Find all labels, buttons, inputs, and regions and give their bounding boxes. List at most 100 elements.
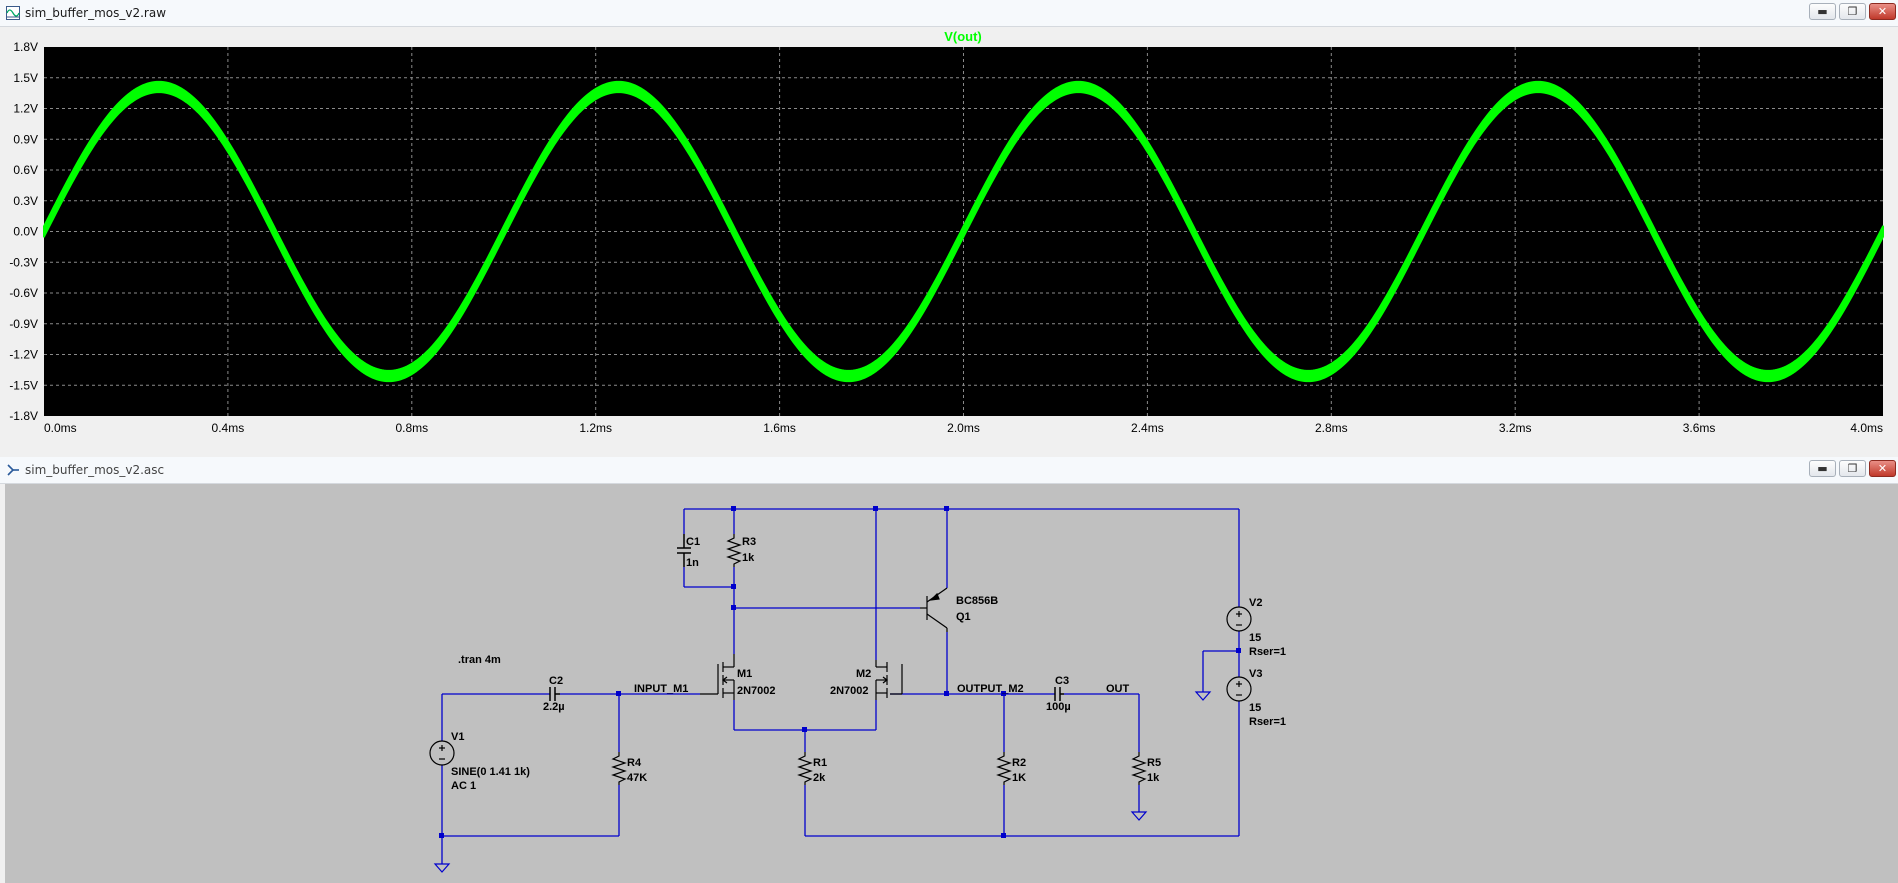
m1-model: 2N7002	[737, 685, 776, 697]
v1-ac: AC 1	[451, 780, 476, 792]
c3-value: 100µ	[1046, 701, 1071, 713]
y-tick-label: 0.0V	[13, 225, 38, 239]
close-icon: ✕	[1877, 5, 1888, 18]
close-button[interactable]: ✕	[1869, 3, 1896, 20]
schematic-app-icon	[7, 464, 19, 476]
schematic-labels: C1 1n R3 1k BC856B Q1 .tran 4m C2 2.2µ I…	[451, 536, 1286, 792]
waveform-window-controls: ▬ ❐ ✕	[1809, 3, 1896, 20]
x-tick-label: 3.2ms	[1499, 421, 1532, 435]
ground-symbols	[433, 691, 1212, 873]
y-tick-label: 1.5V	[13, 71, 38, 85]
v2-rser: Rser=1	[1249, 646, 1286, 658]
maximize-button[interactable]: ❐	[1839, 3, 1866, 20]
c2-name: C2	[549, 675, 563, 687]
tran-directive[interactable]: .tran 4m	[458, 654, 501, 666]
x-tick-label: 0.0ms	[44, 421, 77, 435]
v2-name: V2	[1249, 597, 1262, 609]
r1-name: R1	[813, 757, 827, 769]
m2-name: M2	[856, 668, 871, 680]
resistor-symbols	[611, 534, 1147, 785]
v3-rser: Rser=1	[1249, 716, 1286, 728]
ground-icon	[1130, 811, 1148, 821]
c1-name: C1	[686, 536, 700, 548]
minimize-icon: ▬	[1817, 462, 1828, 475]
r2-name: R2	[1012, 757, 1026, 769]
x-tick-label: 1.2ms	[579, 421, 612, 435]
y-tick-label: -0.6V	[9, 286, 38, 300]
x-tick-label: 2.0ms	[947, 421, 980, 435]
plot-grid	[44, 47, 1883, 416]
waveform-app-icon	[6, 6, 20, 20]
schematic-window: sim_buffer_mos_v2.asc ▬ ❐ ✕	[0, 457, 1898, 883]
x-tick-label: 0.4ms	[212, 421, 245, 435]
capacitor-symbols	[549, 534, 1064, 701]
ground-icon	[433, 863, 451, 873]
c3-symbol	[1054, 687, 1064, 701]
x-tick-label: 3.6ms	[1683, 421, 1716, 435]
waveform-window: sim_buffer_mos_v2.raw ▬ ❐ ✕ 0.0ms 0.4ms 0.…	[0, 0, 1898, 442]
r3-name: R3	[742, 536, 756, 548]
y-tick-label: -0.3V	[9, 255, 38, 269]
y-tick-label: 0.9V	[13, 132, 38, 146]
schematic-titlebar[interactable]: sim_buffer_mos_v2.asc ▬ ❐ ✕	[0, 457, 1898, 484]
r5-value: 1k	[1147, 772, 1160, 784]
v3-name: V3	[1249, 668, 1262, 680]
close-icon: ✕	[1877, 462, 1888, 475]
net-label-input: INPUT_M1	[634, 683, 688, 695]
y-tick-label: 0.6V	[13, 163, 38, 177]
m1-name: M1	[737, 668, 752, 680]
r4-name: R4	[627, 757, 642, 769]
c3-name: C3	[1055, 675, 1069, 687]
close-button[interactable]: ✕	[1869, 460, 1896, 477]
r1-symbol	[797, 752, 813, 785]
y-tick-label: 1.2V	[13, 102, 38, 116]
v1-value: SINE(0 1.41 1k)	[451, 766, 530, 778]
v1-symbol	[429, 740, 455, 766]
x-tick-label: 2.4ms	[1131, 421, 1164, 435]
c2-symbol	[549, 687, 560, 701]
trace-label[interactable]: V(out)	[944, 29, 982, 44]
waveform-window-title: sim_buffer_mos_v2.raw	[25, 6, 167, 20]
minimize-button[interactable]: ▬	[1809, 460, 1836, 477]
r4-value: 47K	[627, 772, 647, 784]
y-tick-label: 0.3V	[13, 194, 38, 208]
schematic-canvas[interactable]: C1 1n R3 1k BC856B Q1 .tran 4m C2 2.2µ I…	[5, 484, 1898, 883]
y-tick-label: 1.8V	[13, 40, 38, 54]
q1-symbol	[920, 587, 948, 632]
r5-name: R5	[1147, 757, 1161, 769]
maximize-icon: ❐	[1847, 462, 1858, 475]
c1-symbol	[677, 534, 691, 567]
c2-value: 2.2µ	[543, 701, 565, 713]
m2-model: 2N7002	[830, 685, 869, 697]
maximize-icon: ❐	[1847, 5, 1858, 18]
vout-trace[interactable]	[43, 80, 1884, 383]
x-tick-label: 4.0ms	[1850, 421, 1883, 435]
r5-symbol	[1131, 752, 1147, 785]
r2-symbol	[996, 752, 1012, 785]
m1-symbol	[700, 654, 735, 700]
x-tick-label: 1.6ms	[763, 421, 796, 435]
trace-group	[43, 80, 1884, 383]
y-tick-label: -1.5V	[9, 378, 38, 392]
maximize-button[interactable]: ❐	[1839, 460, 1866, 477]
v3-symbol	[1226, 676, 1252, 702]
m2-symbol	[875, 660, 903, 700]
schematic-drawing[interactable]: C1 1n R3 1k BC856B Q1 .tran 4m C2 2.2µ I…	[5, 484, 1898, 883]
junction-dots	[439, 506, 1241, 838]
ground-icon	[1194, 691, 1212, 701]
q1-name: Q1	[956, 611, 971, 623]
waveform-titlebar[interactable]: sim_buffer_mos_v2.raw ▬ ❐ ✕	[0, 0, 1898, 27]
y-tick-label: -1.8V	[9, 409, 38, 423]
v3-value: 15	[1249, 702, 1261, 714]
minimize-button[interactable]: ▬	[1809, 3, 1836, 20]
r3-symbol	[726, 534, 742, 567]
net-label-out: OUT	[1106, 683, 1130, 695]
mosfet-symbols	[700, 654, 903, 700]
schematic-window-title: sim_buffer_mos_v2.asc	[25, 463, 165, 477]
y-tick-label: -0.9V	[9, 317, 38, 331]
r4-symbol	[611, 752, 627, 785]
v2-value: 15	[1249, 632, 1261, 644]
